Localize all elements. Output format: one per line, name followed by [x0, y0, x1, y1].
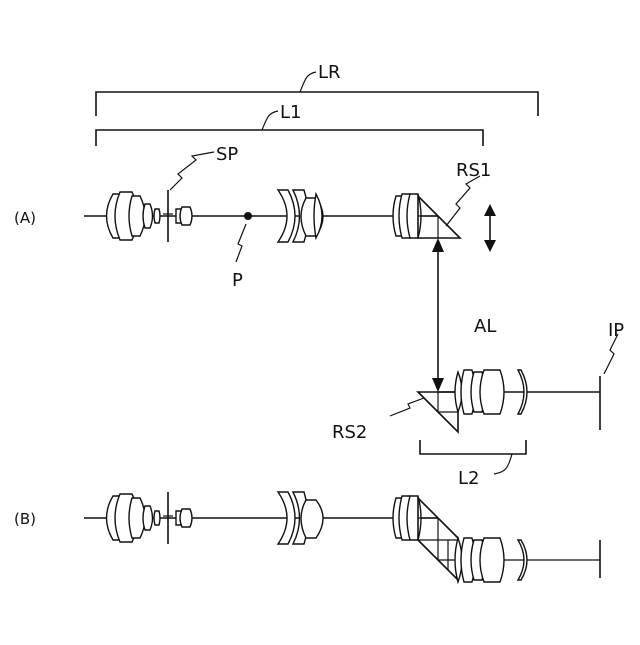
axis-al	[432, 238, 444, 392]
label-p: P	[232, 270, 243, 291]
label-rs2: RS2	[332, 422, 367, 443]
label-panel-a: (A)	[14, 209, 36, 227]
label-sp: SP	[216, 144, 238, 165]
label-panel-b: (B)	[14, 510, 36, 528]
label-l2: L2	[458, 468, 479, 489]
label-rs1: RS1	[456, 160, 491, 181]
panel-b-optics	[84, 492, 600, 582]
bracket-LR	[96, 72, 538, 116]
label-lr: LR	[318, 62, 341, 83]
pupil-point-p	[244, 212, 252, 220]
bracket-L2	[420, 440, 526, 454]
label-al: AL	[474, 316, 496, 337]
front-lens-group-a	[107, 190, 193, 242]
front-lens-group-b	[107, 492, 193, 544]
relay-lens-group-a	[393, 194, 421, 238]
label-ip: IP	[608, 320, 624, 341]
relay-lens-group-b	[393, 496, 421, 540]
prism-block-b	[418, 498, 600, 580]
movement-arrow	[484, 204, 496, 252]
label-l1: L1	[280, 102, 301, 123]
